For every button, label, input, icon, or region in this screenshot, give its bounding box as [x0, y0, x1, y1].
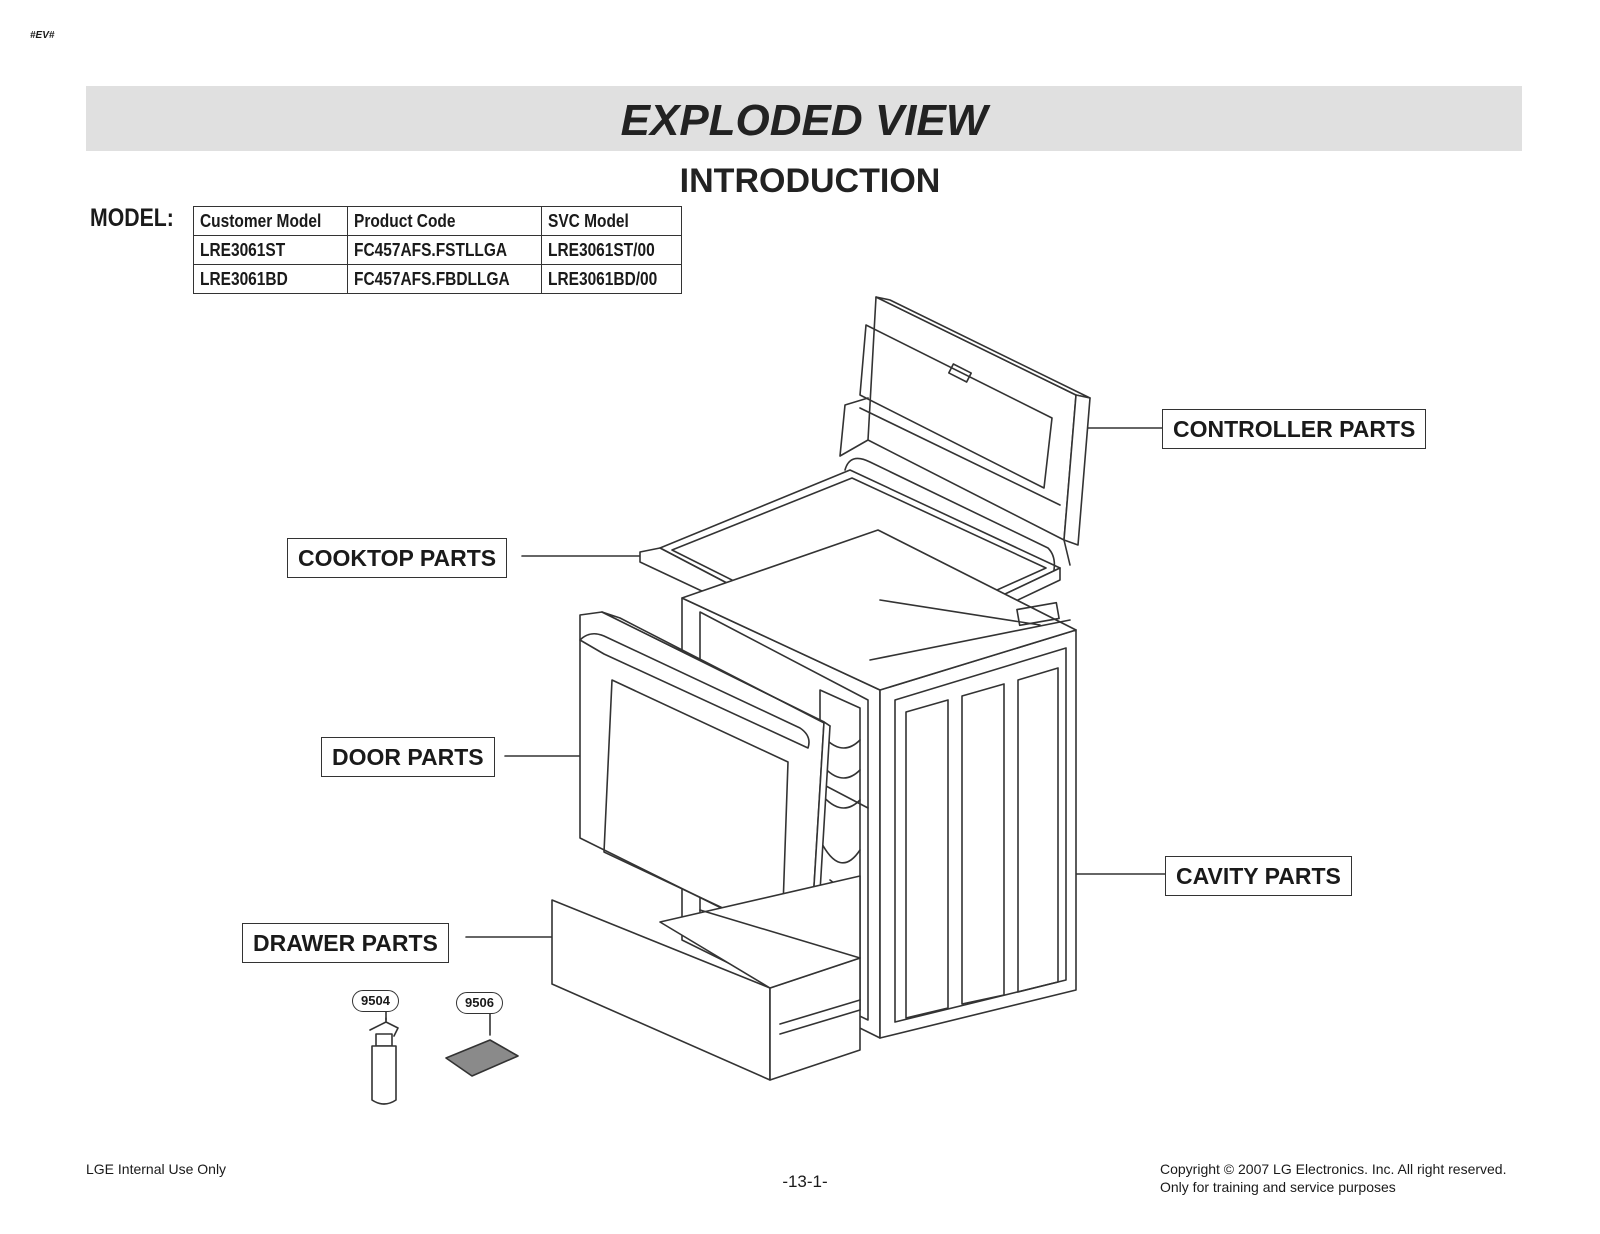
table-cell: LRE3061BD [192, 264, 349, 294]
footer-copyright: Copyright © 2007 LG Electronics. Inc. Al… [1160, 1161, 1507, 1177]
header-cell: Product Code [347, 206, 543, 236]
table-cell: FC457AFS.FSTLLGA [347, 235, 543, 265]
page-title: EXPLODED VIEW [620, 96, 988, 145]
cavity-parts-label[interactable]: CAVITY PARTS [1165, 856, 1352, 896]
model-table-header: Customer Model Product Code SVC Model [192, 206, 683, 236]
title-banner: EXPLODED VIEW [86, 86, 1522, 151]
door-parts-label[interactable]: DOOR PARTS [321, 737, 495, 777]
cooktop-parts-label[interactable]: COOKTOP PARTS [287, 538, 508, 578]
model-table: Customer Model Product Code SVC Model LR… [192, 206, 683, 294]
page-subtitle: INTRODUCTION [679, 162, 941, 200]
table-cell: LRE3061ST [192, 235, 349, 265]
table-cell: FC457AFS.FBDLLGA [347, 264, 543, 294]
header-tag: #EV# [30, 30, 55, 41]
header-cell: SVC Model [541, 206, 683, 236]
drawer-parts-label[interactable]: DRAWER PARTS [242, 923, 449, 963]
table-row: LRE3061ST FC457AFS.FSTLLGA LRE3061ST/00 [192, 235, 683, 265]
header-cell: Customer Model [192, 206, 349, 236]
part-number-badge[interactable]: 9504 [352, 990, 399, 1012]
footer-internal-use: LGE Internal Use Only [86, 1161, 227, 1177]
table-row: LRE3061BD FC457AFS.FBDLLGA LRE3061BD/00 [192, 264, 683, 294]
footer-purpose: Only for training and service purposes [1160, 1179, 1396, 1195]
controller-parts-label[interactable]: CONTROLLER PARTS [1162, 409, 1427, 449]
table-cell: LRE3061BD/00 [541, 264, 683, 294]
page-number: -13-1- [782, 1172, 828, 1191]
table-cell: LRE3061ST/00 [541, 235, 683, 265]
model-label: MODEL: [90, 204, 174, 232]
part-number-badge[interactable]: 9506 [456, 992, 503, 1014]
